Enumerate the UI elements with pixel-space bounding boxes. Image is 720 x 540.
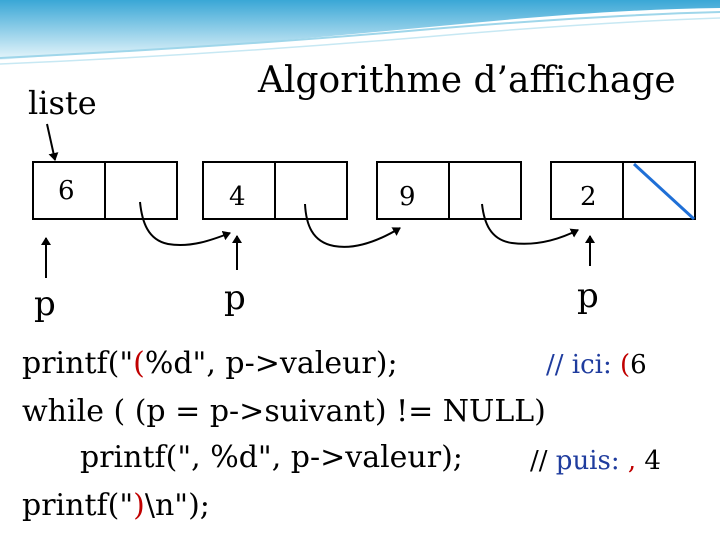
comment-text: puis:: [548, 446, 628, 476]
code-line-1: printf("(%d", p->valeur);: [22, 346, 398, 381]
code-text: \n");: [145, 488, 210, 523]
node-value: 6: [58, 176, 75, 206]
code-line-4: printf(")\n");: [22, 488, 210, 523]
comment-text: // ici:: [546, 350, 620, 380]
code-text: %d", p->valeur);: [145, 346, 398, 381]
comment-highlight: (: [620, 350, 630, 380]
p-label: p: [577, 276, 599, 316]
code-line-3: printf(", %d", p->valeur);: [80, 440, 463, 475]
node-value: 4: [229, 182, 246, 212]
code-text: printf(": [22, 346, 133, 381]
comment-slashes: //: [530, 446, 548, 476]
code-text: printf(", %d", p->valeur);: [80, 440, 463, 475]
comment-value: 4: [636, 446, 661, 476]
code-text: printf(": [22, 488, 133, 523]
code-highlight: (: [133, 346, 145, 381]
code-highlight: ): [133, 488, 145, 523]
list-head-arrow: [47, 124, 55, 160]
node-box: [203, 162, 347, 219]
p-label: p: [224, 278, 246, 318]
node-value: 9: [399, 182, 416, 212]
node-box: [551, 162, 695, 219]
code-comment-3: // puis: , 4: [530, 446, 661, 476]
comment-value: 6: [630, 350, 647, 380]
next-pointer-arrow: [482, 204, 578, 244]
node-value: 2: [580, 182, 597, 212]
next-pointer-arrow: [140, 202, 230, 245]
code-comment-1: // ici: (6: [546, 350, 647, 380]
null-pointer-slash: [634, 164, 694, 219]
node-box: [33, 162, 177, 219]
p-label: p: [34, 284, 56, 324]
code-line-2: while ( (p = p->suivant) != NULL): [22, 394, 546, 429]
next-pointer-arrow: [305, 204, 400, 247]
comment-highlight: ,: [628, 446, 636, 476]
